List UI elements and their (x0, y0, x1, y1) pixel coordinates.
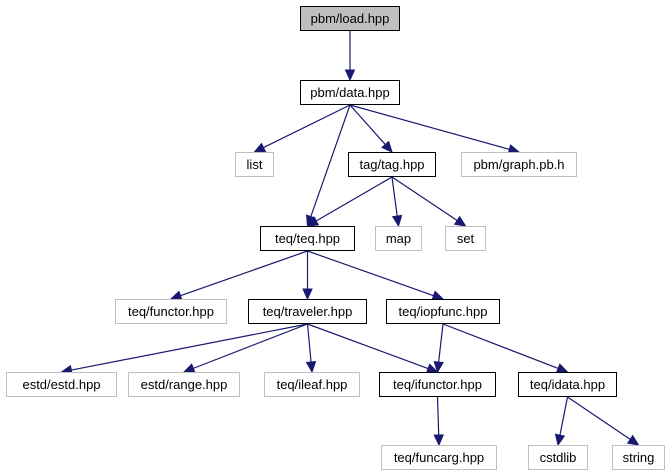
node-teq-functor-hpp: teq/functor.hpp (115, 299, 227, 324)
edge-iopfunc-to-ifunctor (438, 323, 444, 363)
edge-traveler-to-ileaf (306, 323, 312, 363)
node-teq-teq-hpp[interactable]: teq/teq.hpp (260, 226, 355, 251)
arrowhead-teq-to-traveler (302, 288, 313, 301)
node-teq-traveler-hpp[interactable]: teq/traveler.hpp (248, 299, 367, 324)
arrowhead-iopfunc-to-ifunctor (433, 360, 444, 374)
arrowhead-ifunctor-to-funcarg (433, 434, 444, 447)
node-tag-tag-hpp[interactable]: tag/tag.hpp (348, 152, 436, 177)
node-map: map (375, 226, 422, 251)
arrowhead-traveler-to-ileaf (305, 361, 317, 374)
edge-idata-to-cstdlib (559, 396, 569, 436)
node-estd-estd-hpp: estd/estd.hpp (6, 372, 117, 397)
edge-tag-to-teq (315, 176, 393, 222)
node-set: set (445, 226, 486, 251)
edge-iopfunc-to-idata (442, 323, 559, 369)
arrowhead-tag-to-teq (306, 216, 320, 227)
node-teq-ileaf-hpp: teq/ileaf.hpp (264, 372, 360, 397)
edge-traveler-to-range (193, 323, 308, 369)
node-teq-funcarg-hpp: teq/funcarg.hpp (381, 445, 497, 470)
edge-tag-to-map (391, 176, 398, 217)
node-list: list (235, 152, 274, 177)
edge-tag-to-set (391, 176, 458, 221)
arrowhead-data-to-list (253, 142, 267, 153)
edge-idata-to-string (567, 396, 631, 440)
edge-layer (60, 31, 640, 447)
edge-data-to-teq (310, 104, 351, 217)
edge-teq-to-functor (180, 250, 308, 297)
arrowhead-tag-to-map (391, 214, 403, 228)
node-estd-range-hpp: estd/range.hpp (128, 372, 240, 397)
edge-traveler-to-estd (71, 323, 308, 371)
node-teq-ifunctor-hpp[interactable]: teq/ifunctor.hpp (379, 372, 496, 397)
node-teq-idata-hpp[interactable]: teq/idata.hpp (518, 372, 617, 397)
node-pbm-data-hpp[interactable]: pbm/data.hpp (300, 80, 400, 105)
edge-data-to-graph (349, 104, 510, 150)
node-pbm-load-hpp[interactable]: pbm/load.hpp (300, 6, 400, 31)
arrowhead-idata-to-string (626, 434, 640, 446)
arrowhead-tag-to-set (453, 215, 467, 227)
arrowhead-idata-to-cstdlib (554, 433, 566, 447)
arrowhead-load-to-data (344, 69, 356, 82)
edge-teq-to-iopfunc (307, 250, 434, 297)
edge-traveler-to-ifunctor (307, 323, 429, 370)
edge-ifunctor-to-funcarg (436, 396, 440, 436)
edge-data-to-list (263, 104, 351, 149)
arrowhead-data-to-tag (381, 140, 393, 153)
node-teq-iopfunc-hpp[interactable]: teq/iopfunc.hpp (386, 299, 500, 324)
node-pbm-graph-pb-h: pbm/graph.pb.h (461, 152, 577, 177)
edge-data-to-tag (349, 104, 386, 145)
node-string: string (612, 445, 665, 470)
node-cstdlib: cstdlib (528, 445, 588, 470)
